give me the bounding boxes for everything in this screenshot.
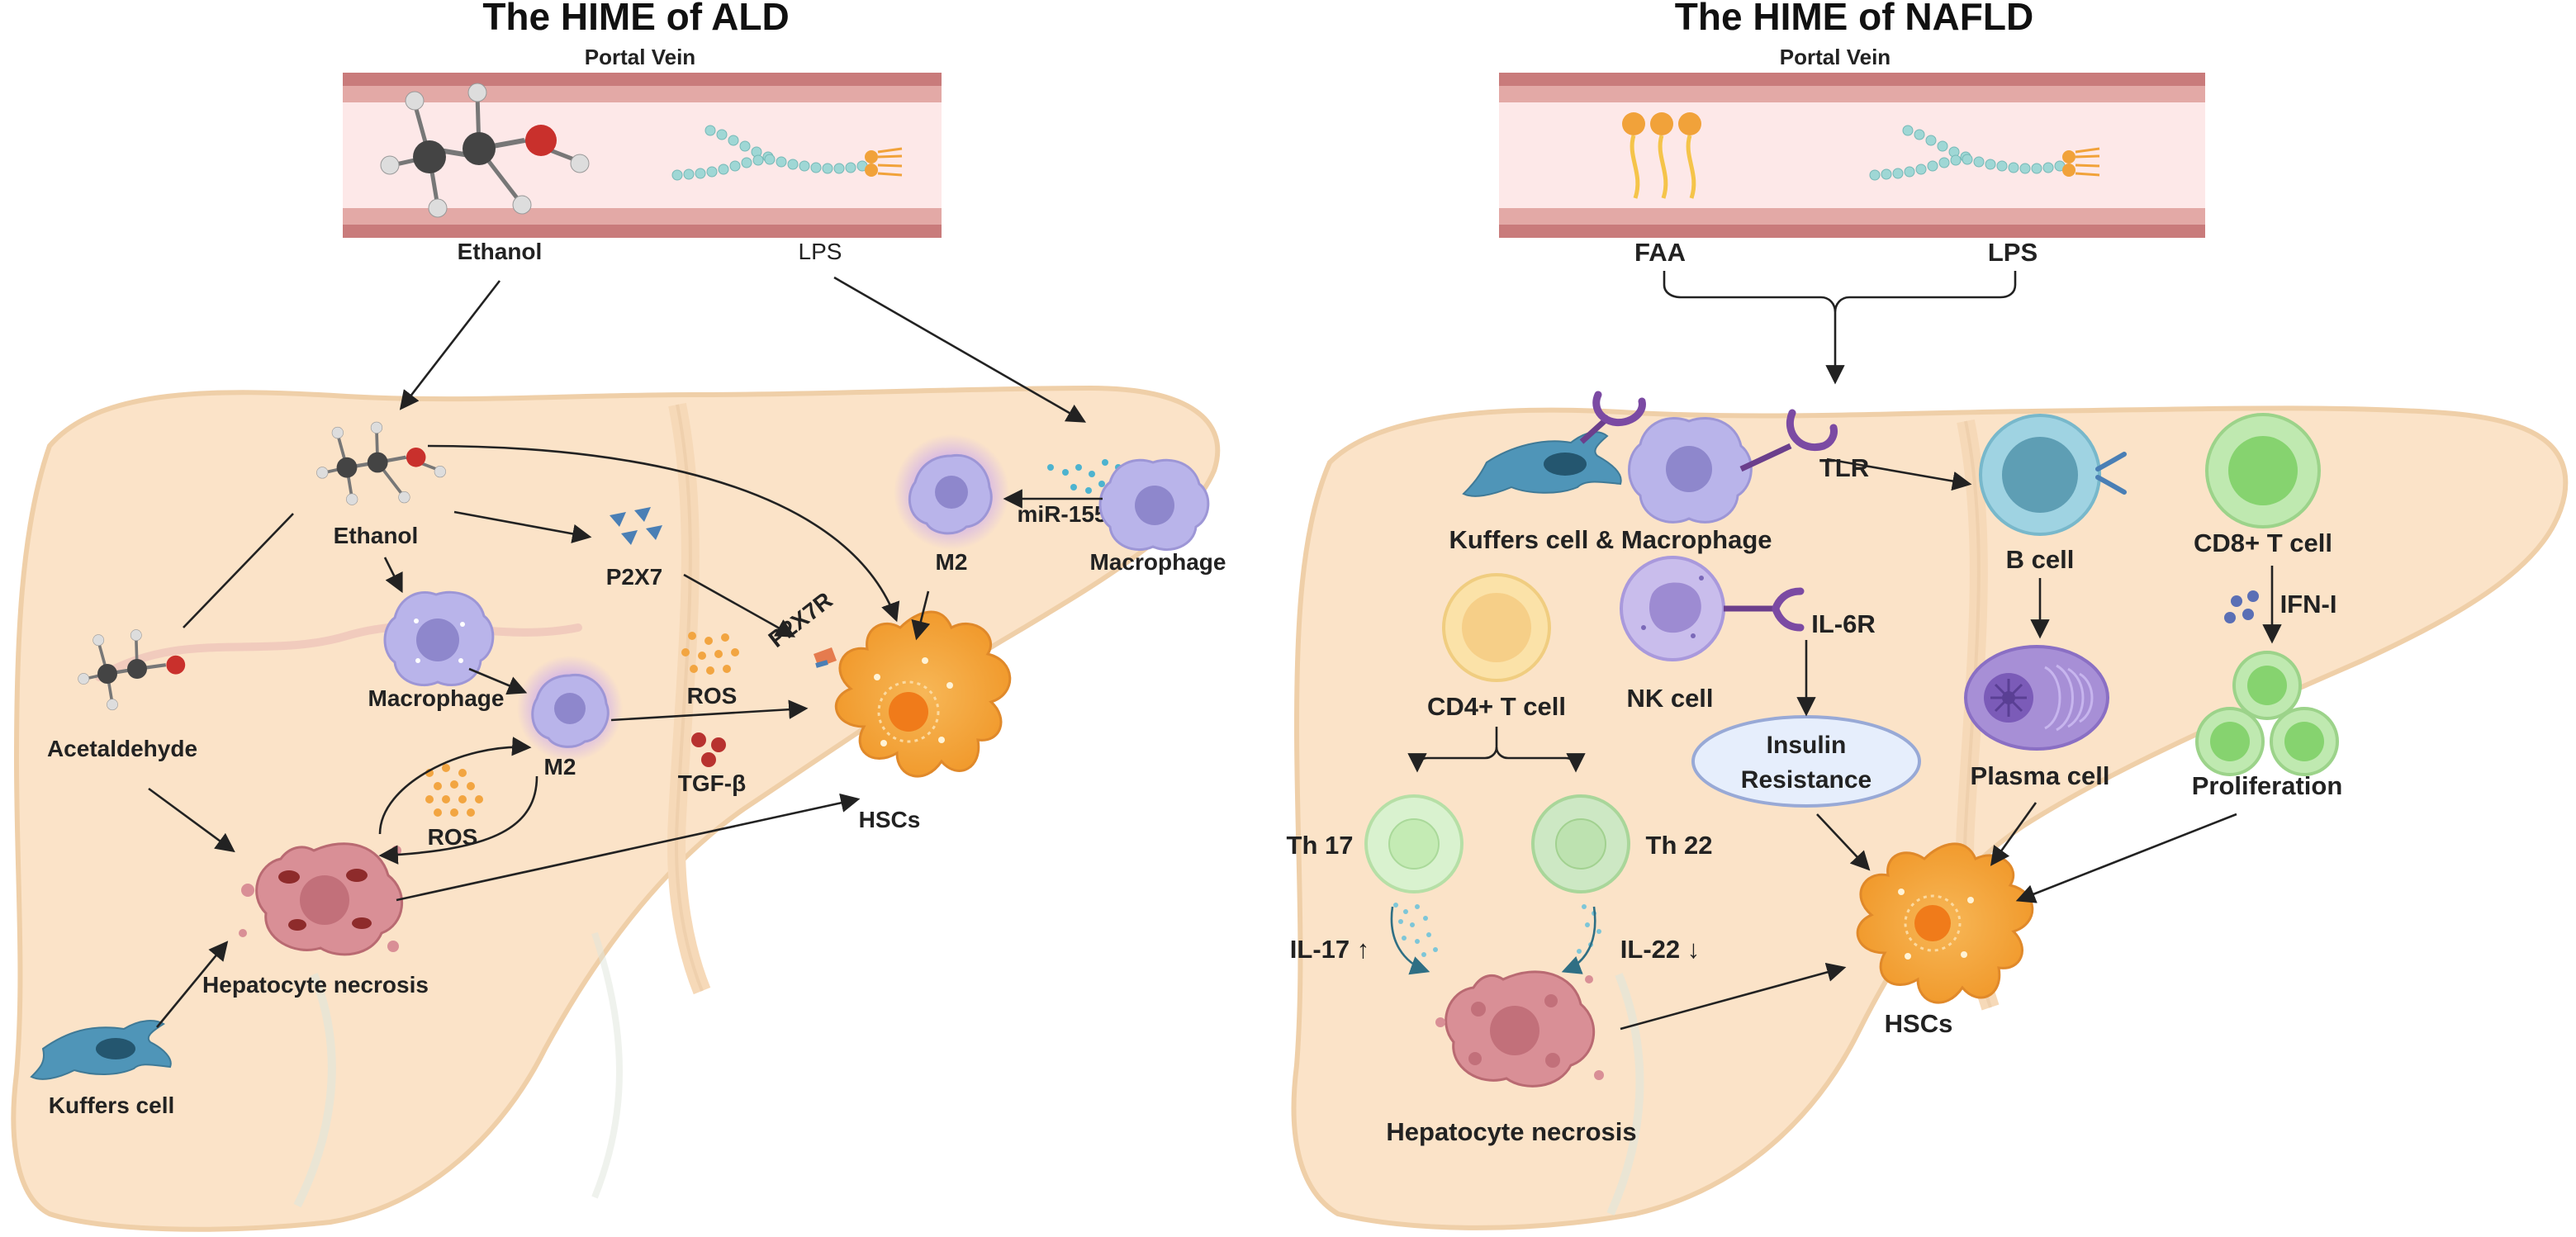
label-hscs-nafld: HSCs — [1885, 1009, 1953, 1038]
macrophage-icon-nafld — [1628, 417, 1753, 524]
title-nafld: The HIME of NAFLD — [1675, 0, 2033, 38]
label-insulin-resistance-line2: Resistance — [1741, 766, 1872, 794]
cd4-t-cell-icon — [1442, 573, 1551, 682]
label-ros-center: ROS — [428, 824, 478, 850]
label-mir155: miR-155 — [1018, 501, 1108, 527]
label-acetaldehyde: Acetaldehyde — [47, 736, 197, 761]
label-macrophage-left: Macrophage — [368, 685, 505, 711]
lipid-a-icon-ald — [865, 147, 903, 177]
kuffers-cell-icon-ald — [30, 1020, 172, 1080]
label-lps-ald: LPS — [799, 239, 842, 264]
arrows-ald — [148, 276, 1103, 1028]
label-il22: IL-22 ↓ — [1620, 935, 1700, 964]
label-m2-center: M2 — [544, 754, 576, 780]
tlr-receptor-icon-right — [1739, 409, 1838, 472]
cd4-split — [1407, 727, 1498, 773]
hsc-icon-ald — [834, 610, 1012, 778]
hepatocyte-necrosis-icon-ald — [239, 842, 404, 956]
b-cell-icon — [1979, 414, 2127, 536]
p2x7r-receptor-icon — [814, 647, 837, 668]
faa-lps-bracket — [1663, 271, 2017, 313]
label-m2-right: M2 — [936, 549, 968, 575]
kuffers-cell-icon-nafld — [1462, 431, 1622, 497]
lipid-a-icon-nafld — [2062, 147, 2100, 177]
label-kuffers-cell-ald: Kuffers cell — [49, 1092, 175, 1118]
label-hepatocyte-necrosis-ald: Hepatocyte necrosis — [202, 972, 429, 998]
label-tlr: TLR — [1819, 453, 1869, 482]
label-cd8-t-cell: CD8+ T cell — [2194, 528, 2332, 557]
label-nk-cell: NK cell — [1626, 684, 1713, 713]
label-p2x7: P2X7 — [606, 564, 663, 590]
portal-vein-label-nafld: Portal Vein — [1780, 45, 1890, 69]
label-hscs-ald: HSCs — [859, 807, 921, 832]
insulin-resistance-box — [1691, 715, 1921, 808]
ethanol-small-icon — [316, 421, 446, 505]
label-insulin-resistance-line1: Insulin — [1767, 732, 1847, 759]
ethanol-molecule-icon — [380, 83, 590, 218]
title-ald: The HIME of ALD — [482, 0, 789, 38]
il6r-receptor-icon — [1724, 587, 1805, 632]
m2-cell-icon-center — [517, 656, 623, 761]
arrows-nafld — [1390, 457, 2282, 1031]
proliferation-cells-icon — [2195, 651, 2339, 776]
ros-dots-center — [425, 764, 483, 817]
label-ethanol: Ethanol — [334, 523, 419, 548]
acetaldehyde-icon — [78, 629, 186, 711]
il17-dots-icon — [1393, 903, 1438, 957]
ros-dots-mid — [681, 632, 739, 675]
portal-vein-label-ald: Portal Vein — [585, 45, 695, 69]
label-th22: Th 22 — [1646, 831, 1713, 860]
label-il17: IL-17 ↑ — [1290, 935, 1369, 964]
label-ros-mid: ROS — [687, 683, 738, 709]
lps-chain-icon-nafld — [1869, 125, 2066, 181]
label-ethanol-vessel: Ethanol — [458, 239, 543, 264]
label-ifn-i: IFN-I — [2280, 590, 2337, 618]
label-b-cell: B cell — [2006, 545, 2075, 574]
th17-cell-icon — [1364, 794, 1464, 893]
label-kuffers-macrophage: Kuffers cell & Macrophage — [1449, 525, 1772, 554]
label-proliferation: Proliferation — [2192, 771, 2343, 800]
lps-chain-icon-ald — [671, 125, 868, 181]
faa-lipids-icon — [1622, 112, 1701, 199]
label-faa: FAA — [1634, 238, 1686, 267]
label-lps-nafld: LPS — [1988, 238, 2038, 267]
ifn-i-dots-icon — [2224, 590, 2259, 623]
hsc-icon-nafld — [1856, 842, 2034, 1004]
m2-cell-icon-right — [894, 434, 1009, 550]
label-hepatocyte-necrosis-nafld: Hepatocyte necrosis — [1386, 1117, 1636, 1146]
tgf-beta-icon — [691, 732, 726, 767]
macrophage-icon-left — [383, 590, 495, 687]
nk-cell-icon — [1620, 556, 1725, 661]
label-macrophage-right: Macrophage — [1090, 549, 1226, 575]
th22-cell-icon — [1531, 794, 1630, 893]
liver-ald — [11, 385, 1221, 1232]
hepatocyte-necrosis-icon-nafld — [1435, 970, 1604, 1088]
label-plasma-cell: Plasma cell — [1971, 761, 2110, 790]
tlr-receptor-icon-left — [1579, 391, 1646, 444]
label-tgf-beta: TGF-β — [678, 770, 746, 796]
label-il6r: IL-6R — [1811, 609, 1876, 638]
label-th17: Th 17 — [1287, 831, 1354, 860]
cd8-t-cell-icon — [2205, 413, 2321, 528]
label-cd4-t-cell: CD4+ T cell — [1427, 692, 1566, 721]
plasma-cell-icon — [1964, 645, 2109, 751]
p2x7-triangles-icon — [610, 507, 662, 545]
macrophage-icon-right — [1098, 458, 1210, 552]
